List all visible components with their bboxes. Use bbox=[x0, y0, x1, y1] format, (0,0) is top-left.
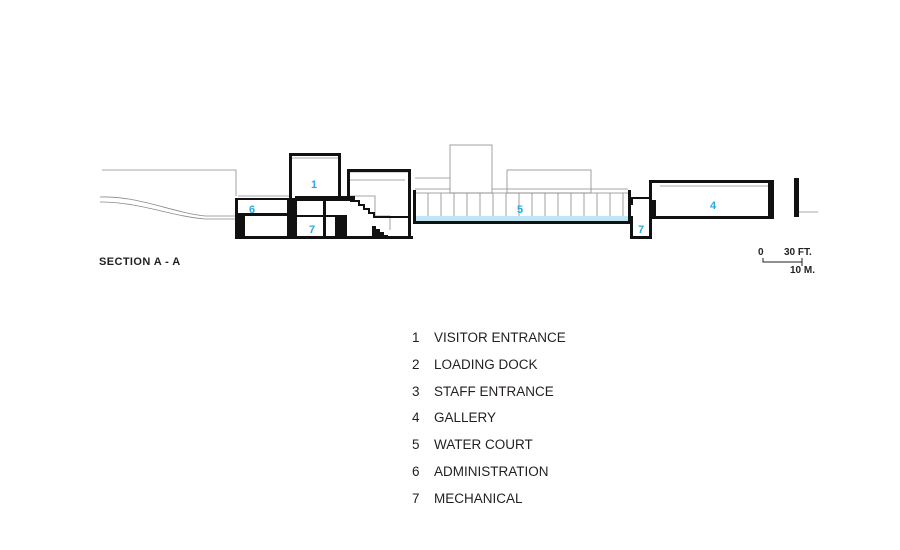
legend-number: 7 bbox=[412, 490, 420, 506]
legend-number: 5 bbox=[412, 437, 420, 453]
legend-number: 2 bbox=[412, 356, 420, 372]
legend-list: 1 VISITOR ENTRANCE 2 LOADING DOCK 3 STAFF E… bbox=[412, 330, 566, 518]
tag-administration: 6 bbox=[249, 204, 255, 216]
tag-visitor-entrance: 1 bbox=[311, 179, 317, 191]
legend-label: LOADING DOCK bbox=[434, 356, 538, 372]
scale-line bbox=[762, 258, 803, 266]
legend-number: 1 bbox=[412, 330, 420, 345]
legend-number: 3 bbox=[412, 383, 420, 399]
legend-item: 7 MECHANICAL bbox=[412, 491, 566, 518]
terrain bbox=[99, 169, 818, 220]
tag-mechanical-a: 7 bbox=[309, 224, 315, 236]
legend-label: MECHANICAL bbox=[434, 490, 523, 506]
legend-item: 4 GALLERY bbox=[412, 410, 566, 437]
scale-zero-label: 0 bbox=[758, 247, 764, 258]
legend-label: WATER COURT bbox=[434, 437, 533, 453]
tag-water-court: 5 bbox=[517, 204, 523, 216]
legend-item: 5 WATER COURT bbox=[412, 437, 566, 464]
tag-mechanical-b: 7 bbox=[638, 224, 644, 236]
water-court-pool bbox=[416, 216, 628, 221]
legend-label: VISITOR ENTRANCE bbox=[434, 330, 566, 345]
scale-meters-label: 10 M. bbox=[790, 265, 815, 276]
legend-item: 6 ADMINISTRATION bbox=[412, 464, 566, 491]
legend-label: ADMINISTRATION bbox=[434, 463, 549, 479]
legend-item: 2 LOADING DOCK bbox=[412, 357, 566, 384]
scale-feet-label: 30 FT. bbox=[784, 247, 812, 258]
tag-gallery: 4 bbox=[710, 200, 717, 212]
cut-walls bbox=[235, 153, 799, 239]
legend-label: STAFF ENTRANCE bbox=[434, 383, 554, 399]
legend-number: 4 bbox=[412, 410, 420, 426]
legend-item: 3 STAFF ENTRANCE bbox=[412, 384, 566, 411]
legend-label: GALLERY bbox=[434, 410, 497, 426]
scale-bar: 0 30 FT. 10 M. bbox=[758, 247, 815, 276]
legend-item: 1 VISITOR ENTRANCE bbox=[412, 330, 566, 357]
legend-number: 6 bbox=[412, 463, 420, 479]
section-title: SECTION A - A bbox=[99, 256, 181, 268]
